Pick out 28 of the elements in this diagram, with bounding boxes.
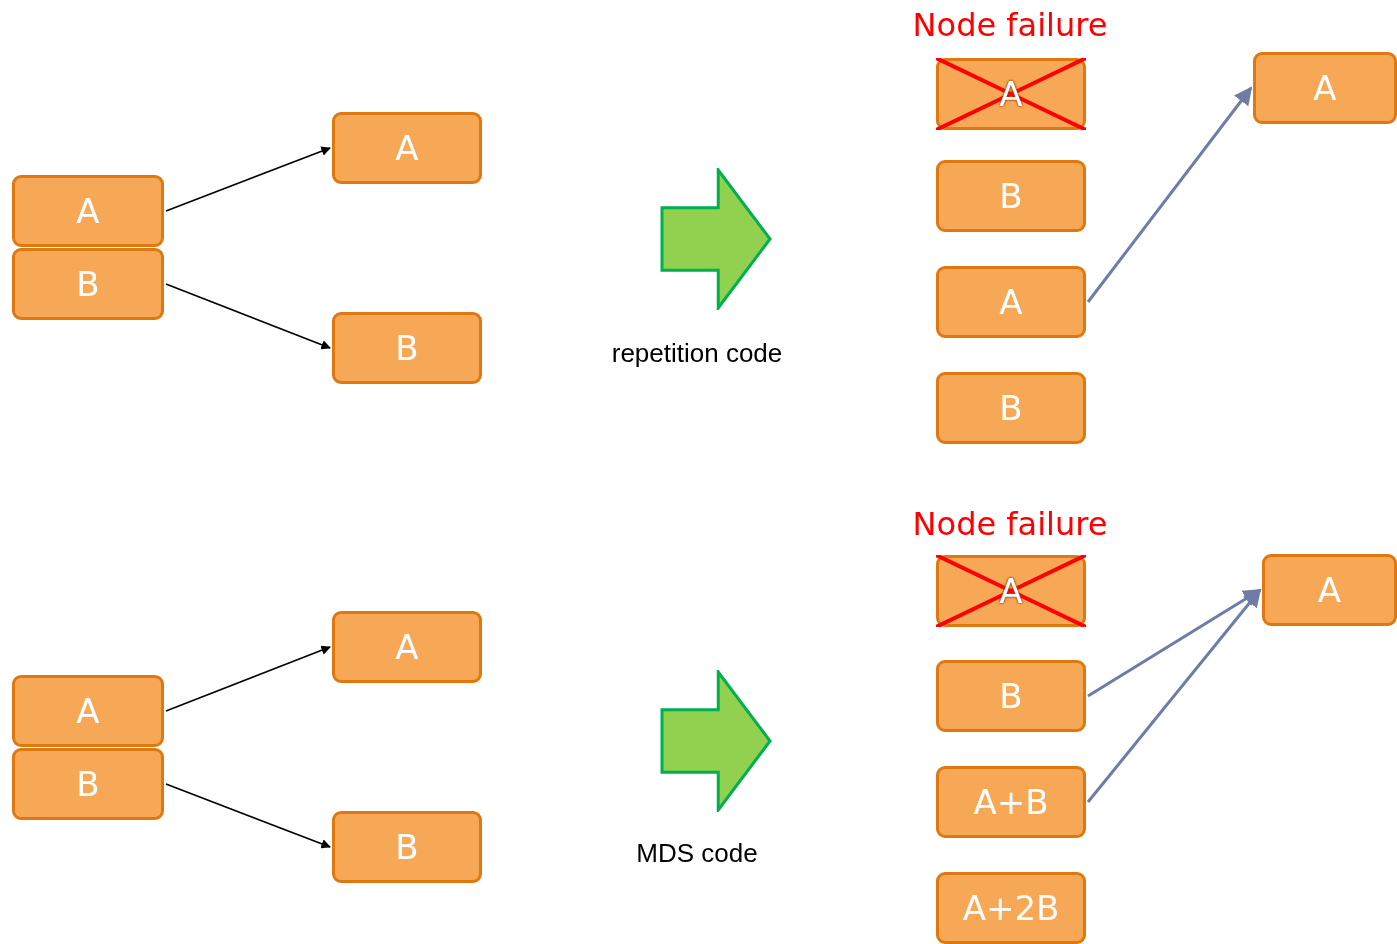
block-arrow <box>660 670 772 812</box>
status-caption: Node failure <box>912 505 1108 543</box>
storage-node-box: A <box>12 675 164 747</box>
storage-node-box: A+2B <box>936 872 1086 944</box>
arrow-caption: repetition code <box>611 338 783 369</box>
arrow <box>165 146 331 212</box>
storage-node-box: A <box>1262 554 1397 626</box>
storage-node-box: B <box>12 748 164 820</box>
storage-node-box: B <box>12 248 164 320</box>
storage-node-box: A <box>332 611 482 683</box>
storage-node-box: A <box>12 175 164 247</box>
storage-node-box: A <box>1253 52 1397 124</box>
arrow <box>1086 588 1262 803</box>
arrow <box>165 783 331 849</box>
arrow-caption: MDS code <box>636 838 758 869</box>
storage-node-box: B <box>332 811 482 883</box>
arrow <box>1086 86 1253 303</box>
storage-node-box: B <box>332 312 482 384</box>
storage-node-box: B <box>936 660 1086 732</box>
storage-node-box: A <box>332 112 482 184</box>
arrow <box>165 645 331 712</box>
block-arrow <box>660 168 772 310</box>
storage-node-box: B <box>936 160 1086 232</box>
storage-node-box: A <box>936 266 1086 338</box>
storage-node-box: A+B <box>936 766 1086 838</box>
status-caption: Node failure <box>912 6 1108 44</box>
storage-node-box: B <box>936 372 1086 444</box>
arrow <box>165 283 331 350</box>
